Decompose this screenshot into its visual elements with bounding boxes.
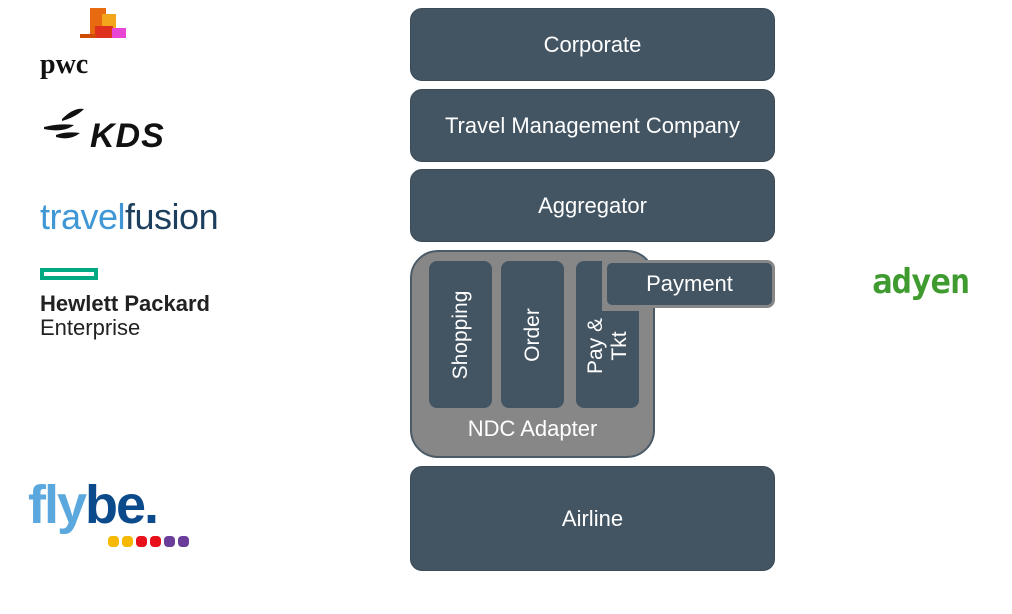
hpe-element-icon [40, 268, 98, 280]
adyen-logo: adyen [872, 262, 970, 302]
kds-logo: KDS [42, 105, 172, 155]
kds-wing-icon [44, 108, 84, 139]
layer-airline: Airline [410, 466, 775, 571]
hpe-logo: Hewlett Packard Enterprise [40, 268, 210, 340]
module-label-line1: Pay & [583, 318, 607, 375]
flybe-part2: be. [85, 475, 159, 535]
layer-corporate: Corporate [410, 8, 775, 81]
module-shopping: Shopping [429, 261, 492, 408]
travelfusion-logo: travelfusion [40, 196, 219, 238]
module-label-wrap: Pay & Tkt [584, 318, 632, 374]
flybe-dots-icon [108, 536, 189, 547]
pwc-logo: pwc [40, 8, 128, 80]
layer-label: Travel Management Company [444, 112, 741, 138]
travelfusion-part2: fusion [125, 196, 219, 237]
layer-label: Corporate [543, 31, 642, 57]
layer-label: Airline [561, 505, 624, 531]
flybe-part1: fly [28, 475, 87, 535]
flybe-logo: flybe. [28, 475, 189, 547]
kds-wordmark: KDS [90, 117, 165, 155]
module-label-line2: Tkt [607, 331, 631, 361]
hpe-line1: Hewlett Packard [40, 291, 210, 316]
adapter-label: NDC Adapter [467, 416, 598, 441]
module-label: Shopping [448, 290, 472, 379]
layer-tmc: Travel Management Company [410, 89, 775, 162]
payment-label: Payment [646, 271, 733, 296]
module-label: Order [520, 307, 544, 362]
layer-label: Aggregator [538, 192, 647, 218]
payment-box: Payment [604, 260, 775, 308]
pwc-wordmark: pwc [40, 49, 89, 80]
flybe-wordmark: flybe. [28, 475, 159, 535]
pwc-mark-icon [80, 8, 126, 38]
hpe-line2: Enterprise [40, 315, 141, 340]
travelfusion-part1: travel [40, 196, 126, 237]
layer-aggregator: Aggregator [410, 169, 775, 242]
module-order: Order [501, 261, 564, 408]
